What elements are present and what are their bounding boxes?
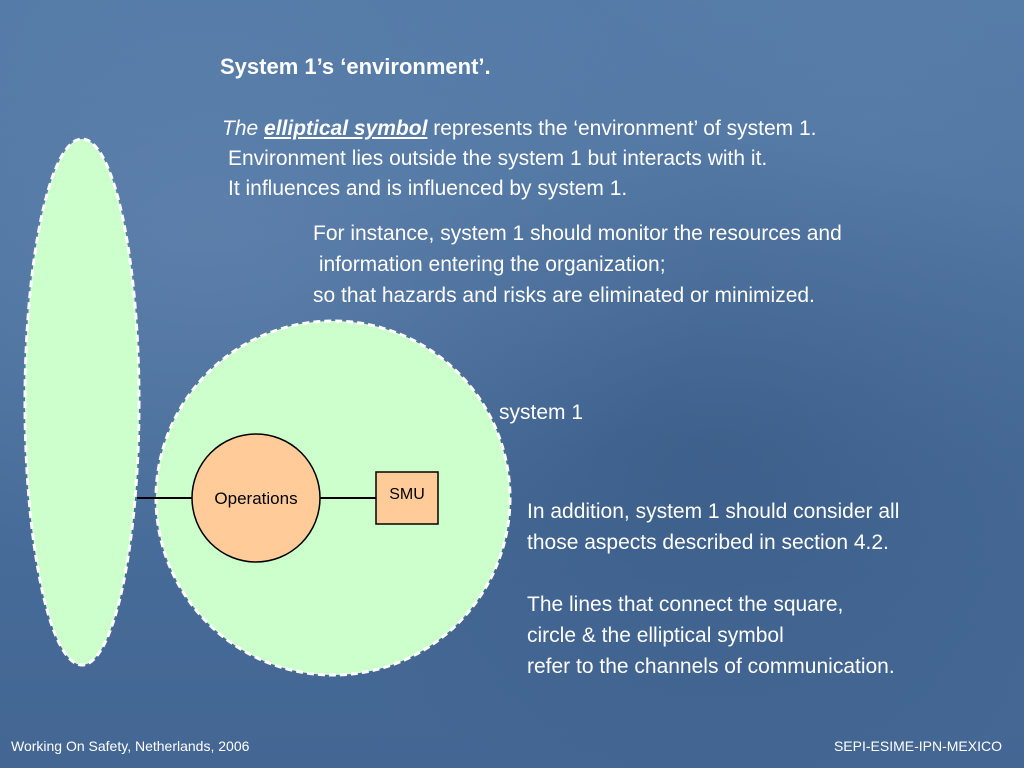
paragraph-gap — [527, 558, 899, 589]
intro-line-3: It influences and is influenced by syste… — [228, 177, 628, 200]
instance-line-3: so that hazards and risks are eliminated… — [313, 284, 815, 307]
system-1-label: system 1 — [499, 401, 584, 424]
intro-line-1: The elliptical symbol represents the ‘en… — [222, 114, 817, 144]
environment-ellipse — [23, 137, 141, 667]
footer-left: Working On Safety, Netherlands, 2006 — [11, 738, 250, 754]
addition-line-3: The lines that connect the square, — [527, 593, 844, 616]
footer-right: SEPI-ESIME-IPN-MEXICO — [833, 738, 1002, 754]
intro-paragraph: The elliptical symbol represents the ‘en… — [222, 114, 817, 204]
intro-line-2: Environment lies outside the system 1 bu… — [228, 147, 768, 170]
smu-square — [375, 471, 439, 525]
intro-the: The — [222, 117, 259, 140]
operations-label: Operations — [214, 489, 298, 508]
instance-paragraph: For instance, system 1 should monitor th… — [313, 218, 842, 311]
slide-title: System 1’s ‘environment’. — [220, 54, 491, 79]
addition-paragraph: In addition, system 1 should consider al… — [527, 496, 899, 682]
addition-line-2: those aspects described in section 4.2. — [527, 531, 889, 554]
instance-line-1: For instance, system 1 should monitor th… — [313, 222, 842, 245]
smu-label: SMU — [389, 486, 425, 503]
operations-circle — [191, 433, 321, 563]
addition-line-4: circle & the elliptical symbol — [527, 624, 784, 647]
instance-line-2: information entering the organization; — [313, 253, 666, 276]
addition-line-1: In addition, system 1 should consider al… — [527, 500, 900, 523]
intro-line-1-rest: represents the ‘environment’ of system 1… — [427, 117, 817, 140]
addition-line-5: refer to the channels of communication. — [527, 655, 895, 678]
elliptical-symbol-term: elliptical symbol — [264, 117, 428, 140]
